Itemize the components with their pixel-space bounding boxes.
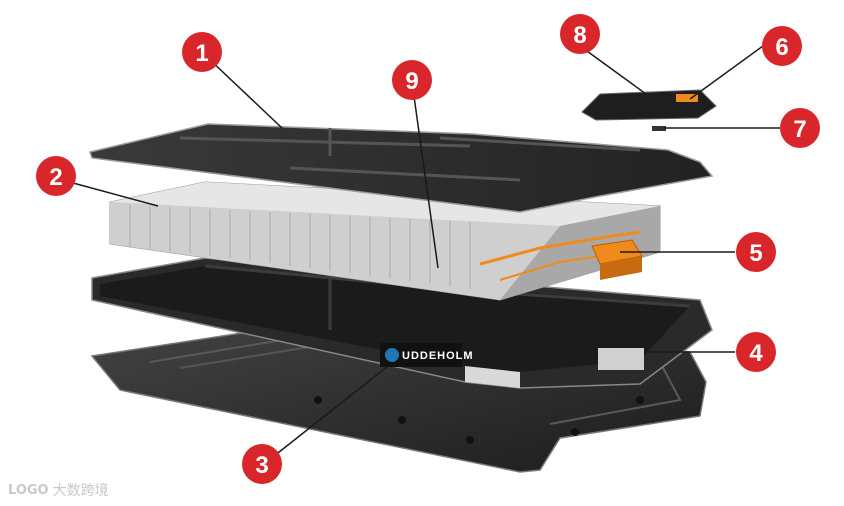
brand-text: UDDEHOLM [402, 350, 474, 362]
callout-4-label: 4 [749, 340, 763, 367]
callout-1-label: 1 [195, 40, 208, 67]
callouts: 1 2 3 4 5 6 7 8 [36, 14, 820, 484]
callout-7: 7 [780, 108, 820, 148]
callout-6: 6 [762, 26, 802, 66]
callout-4: 4 [736, 332, 776, 372]
callout-8: 8 [560, 14, 600, 54]
watermark-logo: LOGO [8, 482, 49, 498]
leader-lines [61, 45, 780, 465]
callout-7-label: 7 [793, 116, 806, 143]
battery-tray: UDDEHOLM [91, 257, 713, 389]
callout-9: 9 [392, 60, 432, 100]
floating-module [581, 89, 717, 131]
callout-5: 5 [736, 232, 776, 272]
callout-5-label: 5 [749, 240, 762, 267]
brand-logo-icon [385, 348, 399, 362]
watermark: LOGO 大数跨境 [8, 480, 109, 500]
callout-9-label: 9 [405, 68, 418, 95]
bms-connector [591, 239, 643, 280]
callout-8-label: 8 [573, 22, 586, 49]
watermark-text: 大数跨境 [52, 483, 109, 499]
top-cover [89, 123, 714, 213]
callout-6-label: 6 [775, 34, 788, 61]
callout-3-label: 3 [255, 452, 268, 479]
callout-3: 3 [242, 444, 282, 484]
callout-1: 1 [182, 32, 222, 72]
callout-2: 2 [36, 156, 76, 196]
callout-2-label: 2 [49, 164, 62, 191]
